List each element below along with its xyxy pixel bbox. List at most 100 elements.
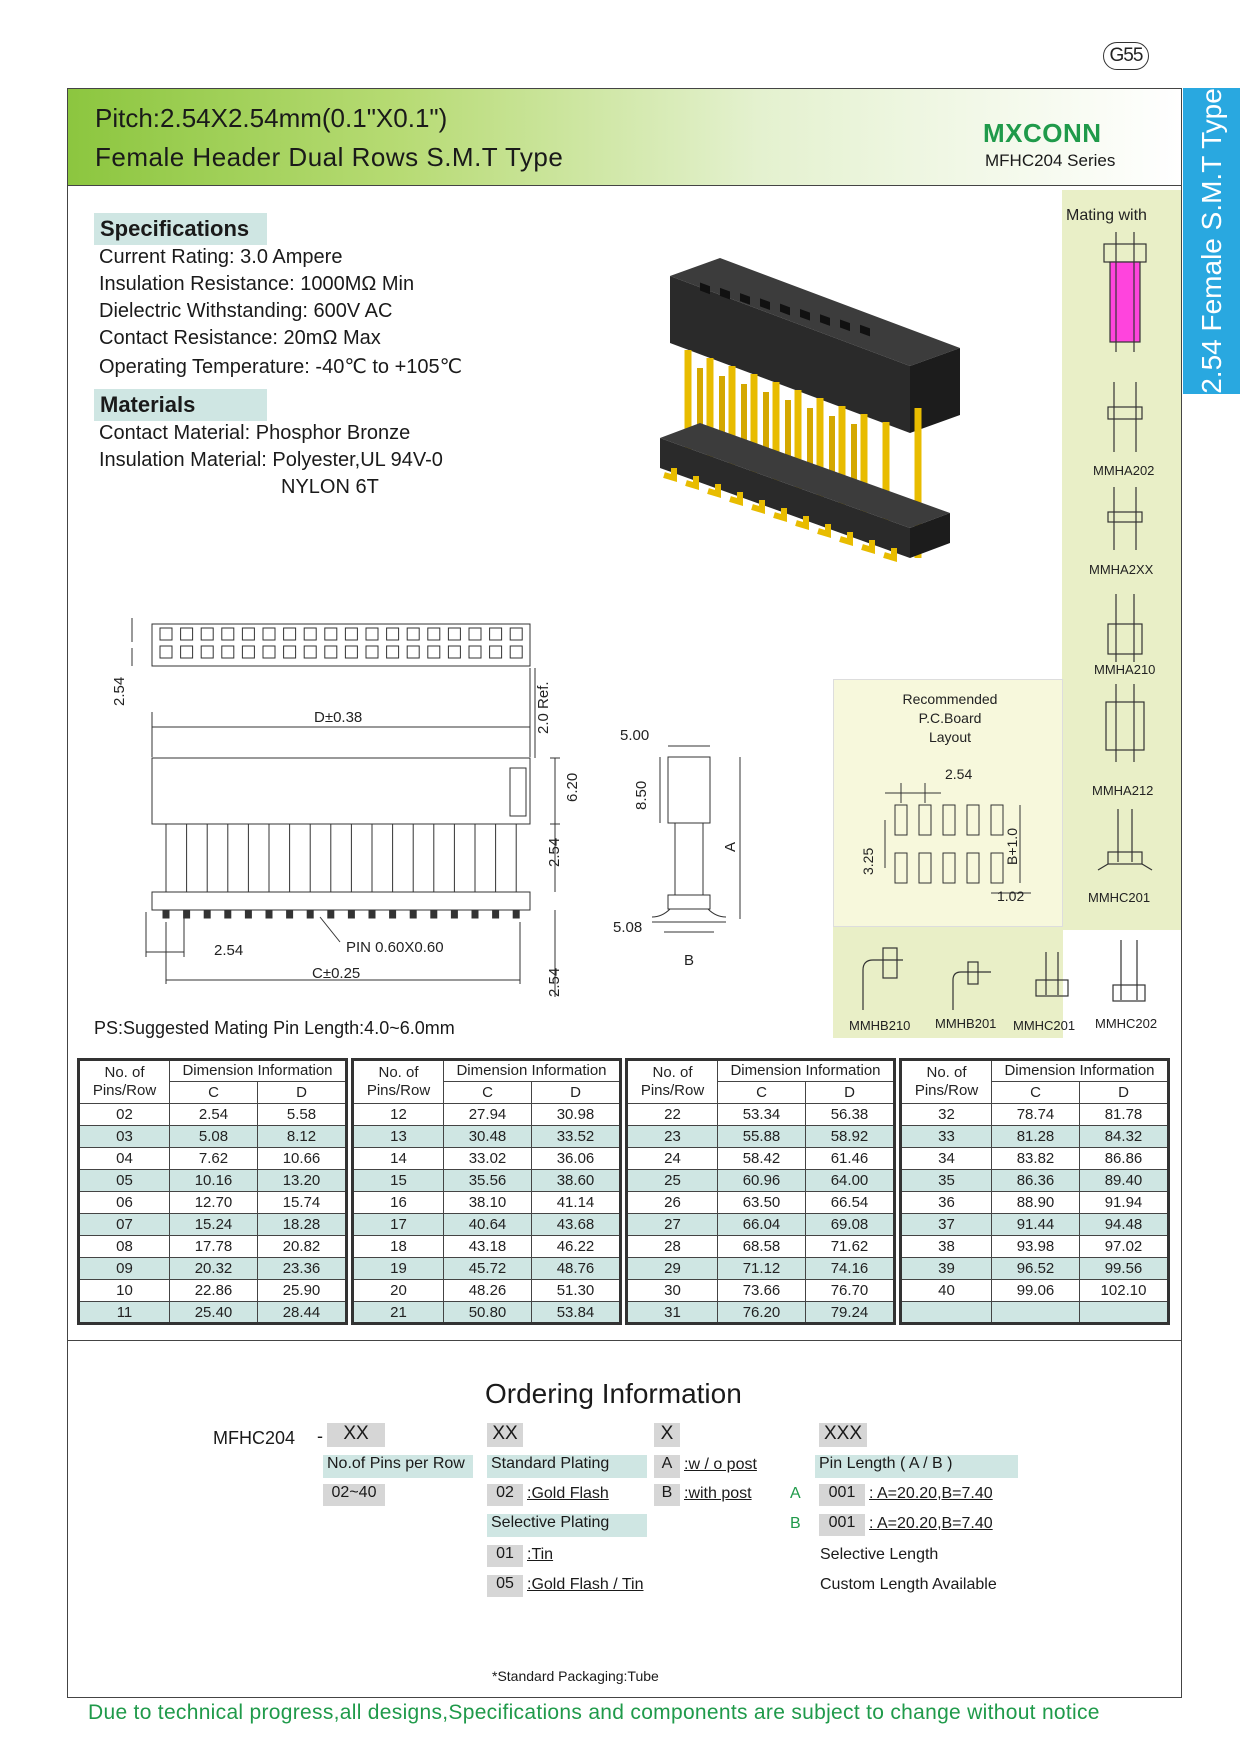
d-cell: 13.20 — [257, 1169, 347, 1192]
dim-label: 2.54 — [111, 677, 128, 706]
length-code-a: 001 — [819, 1484, 865, 1506]
c-cell: 58.42 — [717, 1147, 806, 1170]
contact-hole — [221, 645, 235, 659]
c-cell: 5.08 — [169, 1125, 258, 1148]
series-name: MFHC204 Series — [985, 151, 1116, 170]
pins-cell: 06 — [78, 1191, 170, 1214]
contact-hole — [283, 627, 297, 641]
column-d-header: D — [805, 1081, 895, 1104]
pcb-dim: 3.25 — [860, 848, 876, 875]
plating-option-gold-tin: :Gold Flash / Tin — [527, 1576, 644, 1593]
pins-cell: 14 — [352, 1147, 444, 1170]
header-text: No. of — [378, 1064, 419, 1081]
post-code-a: A — [654, 1455, 680, 1478]
pins-cell: 03 — [78, 1125, 170, 1148]
contact-hole — [200, 645, 214, 659]
contact-hole — [509, 627, 523, 641]
plating-option-tin: :Tin — [527, 1546, 554, 1563]
packaging-note: *Standard Packaging:Tube — [492, 1668, 659, 1684]
smt-foot — [368, 909, 376, 919]
mating-title: Mating with — [1066, 207, 1147, 224]
c-cell: 99.06 — [991, 1279, 1080, 1302]
dimension-info-header: Dimension Information — [717, 1059, 895, 1082]
d-cell — [1079, 1301, 1169, 1324]
contact-hole — [406, 627, 420, 641]
c-cell: 66.04 — [717, 1213, 806, 1236]
pins-cell: 07 — [78, 1213, 170, 1236]
pin-length-label: Pin Length ( A / B ) — [815, 1455, 1018, 1478]
code-post: X — [654, 1423, 680, 1447]
c-cell: 15.24 — [169, 1213, 258, 1236]
product-3d-image — [660, 258, 960, 563]
dim-label: B — [684, 952, 694, 969]
mating-part-label: MMHB210 — [849, 1018, 911, 1033]
plating-code-05: 05 — [487, 1575, 523, 1597]
dim-label: 5.08 — [613, 919, 642, 936]
d-cell: 61.46 — [805, 1147, 895, 1170]
spec-line: Current Rating: 3.0 Ampere — [99, 246, 343, 268]
smt-foot — [224, 909, 232, 919]
d-cell: 20.82 — [257, 1235, 347, 1258]
d-cell: 84.32 — [1079, 1125, 1169, 1148]
contact-hole — [386, 627, 400, 641]
post-code-b: B — [654, 1484, 680, 1506]
length-value-b: : A=20.20,B=7.40 — [869, 1515, 993, 1532]
mating-part-label: MMHC201 — [1013, 1018, 1076, 1033]
smt-foot — [492, 909, 500, 919]
smt-foot — [389, 909, 397, 919]
contact-hole — [180, 627, 194, 641]
selective-length: Selective Length — [820, 1546, 939, 1563]
pcb-title-line: Layout — [928, 729, 972, 745]
c-cell: 53.34 — [717, 1103, 806, 1126]
d-cell: 10.66 — [257, 1147, 347, 1170]
column-c-header: C — [717, 1081, 806, 1104]
column-c-header: C — [443, 1081, 532, 1104]
d-cell: 81.78 — [1079, 1103, 1169, 1126]
dim-label: 5.00 — [620, 727, 649, 744]
smt-foot — [306, 909, 314, 919]
dim-label: PIN 0.60X0.60 — [346, 939, 444, 956]
dim-label: 2.54 — [214, 942, 243, 959]
contact-hole — [468, 645, 482, 659]
pins-cell: 09 — [78, 1257, 170, 1280]
contact-hole — [221, 627, 235, 641]
standard-plating-label: Standard Plating — [487, 1455, 647, 1478]
contact-hole — [241, 645, 255, 659]
title-line-1: Pitch:2.54X2.54mm(0.1"X0.1") — [95, 103, 448, 133]
header-text: No. of — [652, 1064, 693, 1081]
c-cell: 76.20 — [717, 1301, 806, 1324]
mating-strip — [833, 927, 1063, 1038]
d-cell: 28.44 — [257, 1301, 347, 1324]
c-cell: 68.58 — [717, 1235, 806, 1258]
d-cell: 89.40 — [1079, 1169, 1169, 1192]
c-cell: 71.12 — [717, 1257, 806, 1280]
pins-cell: 38 — [900, 1235, 992, 1258]
pins-cell: 12 — [352, 1103, 444, 1126]
code-plating: XX — [487, 1423, 523, 1447]
c-cell: 17.78 — [169, 1235, 258, 1258]
pcb-title-line: Recommended — [902, 691, 998, 707]
contact-hole — [509, 645, 523, 659]
pins-cell: 08 — [78, 1235, 170, 1258]
part-dash: - — [317, 1426, 323, 1446]
contact-hole — [303, 645, 317, 659]
c-cell: 30.48 — [443, 1125, 532, 1148]
contact-hole — [262, 627, 276, 641]
dimension-info-header: Dimension Information — [443, 1059, 621, 1082]
c-cell: 88.90 — [991, 1191, 1080, 1214]
length-row-a: A — [790, 1485, 801, 1502]
pins-cell: 35 — [900, 1169, 992, 1192]
dim-label: 8.50 — [633, 781, 650, 810]
pins-cell: 39 — [900, 1257, 992, 1280]
